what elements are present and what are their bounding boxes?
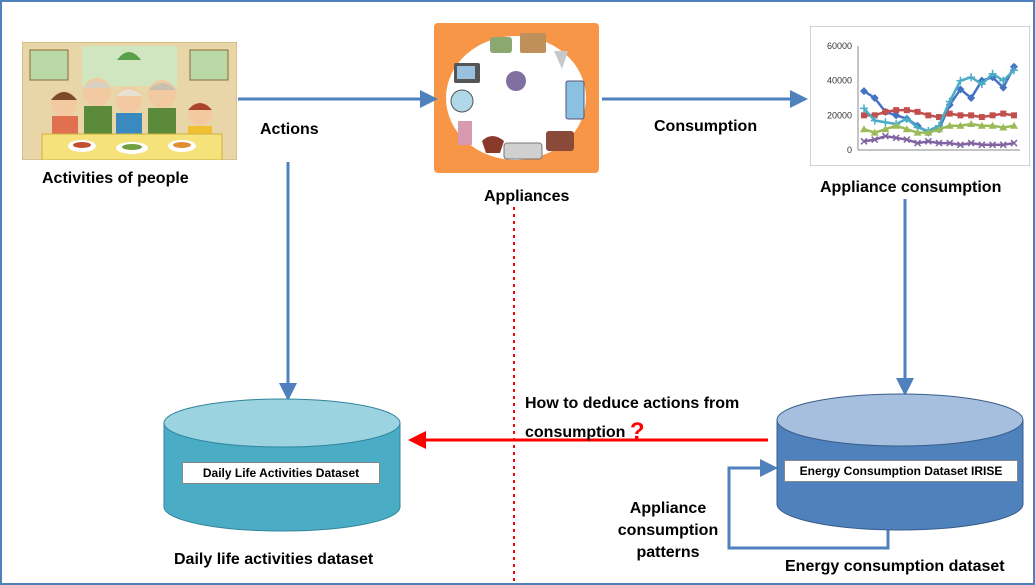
question-line-1: How to deduce actions from [525, 395, 740, 412]
chart-y-tick-label: 40000 [827, 76, 852, 86]
consumption-label: Consumption [654, 118, 758, 135]
chart-point-s2-14 [1000, 110, 1007, 117]
chart-point-s3-2 [870, 116, 879, 125]
chart-point-s5-13 [989, 141, 997, 149]
chart-point-s2-9 [946, 110, 953, 117]
chart-point-s2-3 [882, 108, 889, 115]
chart-y-tick-label: 60000 [827, 41, 852, 51]
chart-point-s3-14 [999, 76, 1008, 85]
energy-dataset-caption: Energy consumption dataset [785, 558, 1005, 575]
chart-point-s3-15 [1010, 66, 1018, 75]
chart-point-s3-13 [988, 69, 997, 78]
patterns-line-3: patterns [636, 544, 700, 561]
chart-point-s5-12 [978, 141, 986, 149]
chart-point-s4-12 [977, 121, 986, 129]
chart-point-s5-8 [935, 139, 943, 147]
activities-label: Activities of people [42, 170, 189, 187]
energy-dataset-box-label: Energy Consumption Dataset IRISE [784, 460, 1018, 482]
chart-point-s1-4 [892, 111, 901, 120]
chart-point-s5-11 [967, 139, 975, 147]
chart-point-s4-1 [860, 125, 868, 133]
family-illustration [22, 42, 237, 160]
chart-point-s4-5 [902, 125, 911, 133]
chart-point-s3-12 [977, 80, 986, 89]
chart-point-s4-14 [999, 123, 1008, 131]
chart-point-s4-7 [924, 128, 933, 136]
question-mark: ? [629, 418, 645, 445]
chart-point-s3-3 [881, 118, 890, 127]
patterns-line-1: Appliance [629, 500, 707, 517]
chart-point-s5-4 [892, 134, 900, 142]
appliances-label: Appliances [484, 188, 570, 205]
chart-point-s2-8 [936, 114, 942, 121]
chart-point-s4-2 [870, 128, 879, 136]
chart-point-s1-1 [860, 87, 868, 96]
question-text: consumption [525, 424, 626, 441]
question-line-2: consumption ? [525, 418, 645, 446]
chart-point-s1-11 [967, 94, 976, 102]
chart-point-s3-11 [967, 73, 976, 82]
chart-point-s3-10 [956, 76, 965, 85]
daily-dataset-caption: Daily life activities dataset [174, 551, 374, 568]
chart-point-s2-2 [871, 112, 878, 119]
chart-y-tick-label: 0 [847, 145, 852, 155]
chart-point-s4-6 [913, 128, 922, 136]
appliance-consumption-label: Appliance consumption [820, 179, 1002, 196]
appliance-consumption-chart: 60000 40000 20000 0 [810, 26, 1030, 166]
chart-point-s4-3 [881, 125, 890, 133]
chart-point-s2-1 [861, 112, 867, 119]
chart-point-s4-10 [956, 121, 965, 129]
chart-point-s2-4 [893, 107, 900, 114]
chart-point-s2-13 [989, 112, 996, 119]
chart-point-s5-3 [881, 132, 889, 140]
chart-point-s5-9 [946, 139, 954, 147]
chart-point-s2-12 [978, 114, 985, 121]
chart-point-s3-5 [902, 114, 911, 123]
chart-point-s4-9 [945, 121, 954, 129]
chart-point-s5-5 [903, 136, 911, 144]
chart-point-s1-10 [956, 85, 965, 94]
chart-point-s5-1 [860, 137, 868, 145]
chart-point-s5-14 [999, 141, 1007, 149]
chart-point-s2-10 [957, 112, 964, 119]
arrow-patterns-loop [727, 459, 890, 550]
appliances-illustration [434, 23, 599, 173]
chart-point-s5-15 [1010, 139, 1018, 147]
chart-point-s4-15 [1010, 121, 1018, 129]
patterns-label: Appliance consumption patterns [608, 498, 728, 564]
chart-point-s3-1 [860, 104, 868, 113]
chart-point-s2-5 [903, 107, 910, 114]
chart-point-s5-7 [924, 137, 932, 145]
chart-point-s1-14 [999, 83, 1008, 92]
chart-point-s1-2 [870, 94, 879, 102]
patterns-line-2: consumption [617, 522, 719, 539]
chart-point-s5-2 [871, 136, 879, 144]
chart-point-s2-15 [1011, 112, 1017, 119]
chart-point-s4-13 [988, 121, 997, 129]
daily-dataset-box-label: Daily Life Activities Dataset [182, 462, 380, 484]
chart-point-s4-8 [935, 125, 943, 133]
chart-point-s2-11 [968, 112, 975, 119]
chart-point-s4-4 [892, 121, 901, 129]
chart-y-tick-label: 20000 [827, 110, 852, 120]
chart-point-s4-11 [967, 120, 976, 127]
chart-point-s5-6 [914, 139, 922, 147]
chart-point-s2-6 [914, 108, 921, 115]
actions-label: Actions [260, 121, 319, 138]
chart-point-s2-7 [925, 112, 932, 119]
chart-point-s5-10 [956, 141, 964, 149]
chart-point-s3-9 [945, 97, 954, 106]
